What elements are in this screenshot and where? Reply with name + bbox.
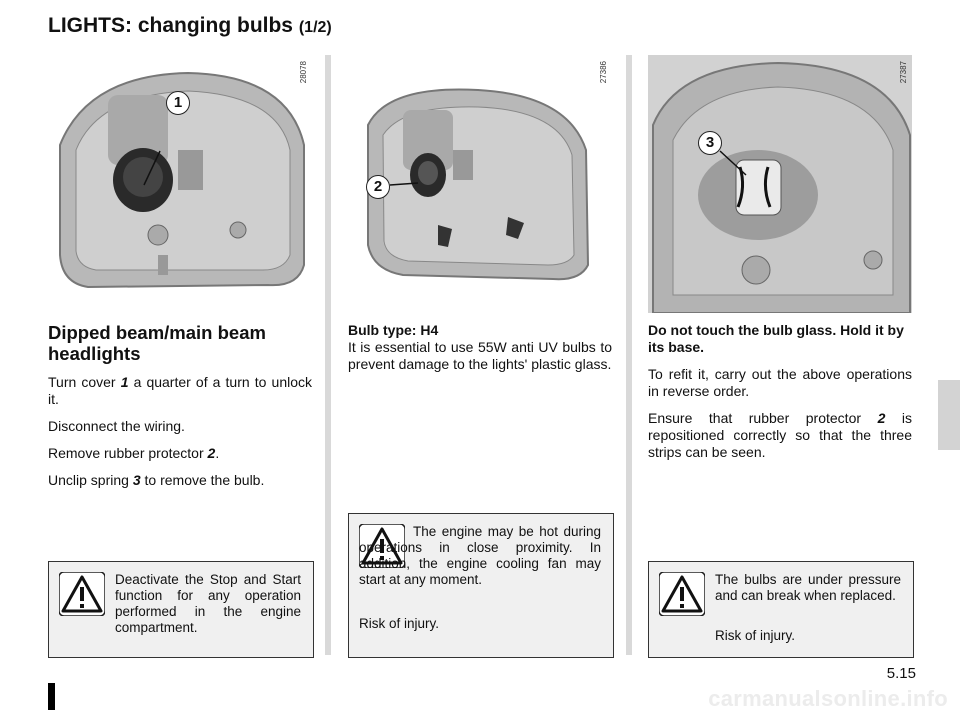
bulb-glass-note: Do not touch the bulb glass. Hold it by …: [648, 322, 904, 355]
section-heading: Dipped beam/main beam headlights: [48, 322, 266, 364]
warning-triangle-icon: [359, 524, 405, 568]
bulb-note: It is essential to use 55W anti UV bulbs…: [348, 339, 612, 372]
step-unclip-spring: Unclip spring 3 to remove the bulb.: [48, 472, 265, 488]
column-divider: [626, 55, 632, 655]
warning-text: Deactivate the Stop and Start function f…: [115, 572, 301, 635]
left-column: Dipped beam/main beam headlights Turn co…: [48, 322, 312, 499]
section-tab: [938, 380, 960, 450]
column-divider: [325, 55, 331, 655]
headlight-rear-illustration: [648, 55, 912, 313]
figure-number: 27387: [899, 61, 908, 84]
crop-mark: [48, 683, 55, 710]
step-turn-cover: Turn cover 1 a quarter of a turn to unlo…: [48, 374, 312, 407]
page-number: 5.15: [886, 665, 916, 682]
warning-box-pressure: The bulbs are under pressure and can bre…: [648, 561, 914, 658]
headlight-rear-illustration: [367, 88, 590, 281]
step-remove-protector: Remove rubber protector 2.: [48, 445, 220, 461]
headlight-figure-3: 3 27387: [648, 55, 912, 313]
warning-risk: Risk of injury.: [359, 616, 440, 631]
bulb-type: Bulb type: H4: [348, 322, 439, 338]
warning-risk: Risk of injury.: [715, 628, 796, 643]
figure-number: 28078: [299, 61, 308, 84]
figure-number: 27386: [599, 61, 608, 84]
page-title: LIGHTS: changing bulbs (1/2): [48, 14, 332, 37]
warning-text: The engine may be hot during operations …: [359, 524, 601, 587]
headlight-figure-2: 2 27386: [348, 55, 612, 313]
headlight-figure-1: 1 28078: [48, 55, 312, 313]
warning-box-engine-hot: The engine may be hot during operations …: [348, 513, 614, 658]
warning-triangle-icon: [59, 572, 105, 616]
callout-2: 2: [366, 175, 390, 199]
middle-column: Bulb type: H4 It is essential to use 55W…: [348, 322, 612, 383]
right-column: Do not touch the bulb glass. Hold it by …: [648, 322, 912, 471]
step-disconnect: Disconnect the wiring.: [48, 418, 185, 434]
callout-1: 1: [166, 91, 190, 115]
watermark: carmanualsonline.info: [708, 686, 948, 711]
warning-triangle-icon: [659, 572, 705, 616]
protector-note: Ensure that rubber protector 2 is reposi…: [648, 410, 912, 460]
warning-box-stop-start: Deactivate the Stop and Start function f…: [48, 561, 314, 658]
refit-note: To refit it, carry out the above operati…: [648, 366, 912, 399]
headlight-rear-illustration: [59, 71, 305, 289]
warning-text: The bulbs are under pressure and can bre…: [715, 572, 901, 603]
callout-3: 3: [698, 131, 722, 155]
